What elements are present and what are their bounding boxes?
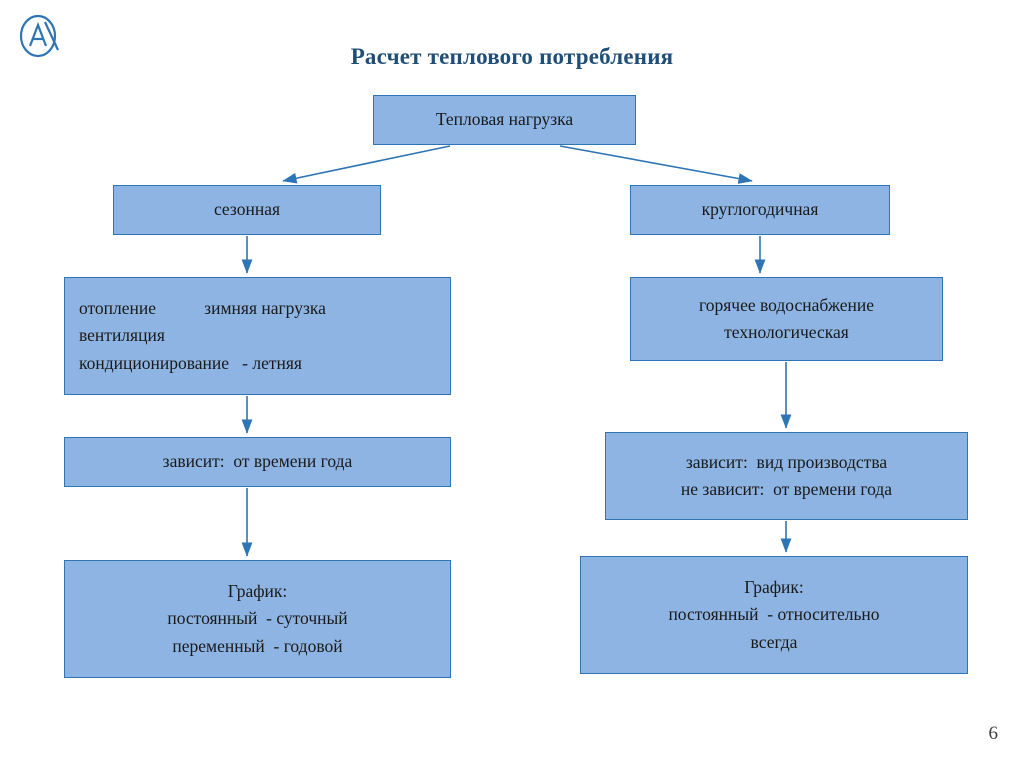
box-line: постоянный - относительно <box>668 604 880 625</box>
box-graph-right: График: постоянный - относительно всегда <box>580 556 968 674</box>
box-depends-right: зависит: вид производства не зависит: от… <box>605 432 968 520</box>
box-heating-ventilation-conditioning: отопление зимняя нагрузка вентиляция кон… <box>64 277 451 395</box>
box-line: всегда <box>750 631 798 652</box>
box-hot-water-technological: горячее водоснабжение технологическая <box>630 277 943 361</box>
box-line: Тепловая нагрузка <box>435 109 574 130</box>
box-line: кондиционирование - летняя <box>79 352 302 373</box>
box-seasonal: сезонная <box>113 185 381 235</box>
box-line: постоянный - суточный <box>167 608 348 629</box>
page-number: 6 <box>988 723 999 744</box>
box-graph-left: График: постоянный - суточный переменный… <box>64 560 451 678</box>
box-line: отопление зимняя нагрузка <box>79 298 326 319</box>
box-year-round: круглогодичная <box>630 185 890 235</box>
box-depends-left: зависит: от времени года <box>64 437 451 487</box>
box-line: График: <box>227 581 288 602</box>
box-line: переменный - годовой <box>172 635 343 656</box>
box-line: круглогодичная <box>701 199 819 220</box>
box-line: не зависит: от времени года <box>680 479 893 499</box>
page-title: Расчет теплового потребления <box>350 44 674 69</box>
box-line: График: <box>744 577 804 598</box>
box-line: зависит: вид производства <box>685 451 888 472</box>
box-line: вентиляция <box>79 325 165 346</box>
box-line: зависит: от времени года <box>162 451 353 472</box>
organization-logo-icon <box>19 14 59 58</box>
box-line: сезонная <box>213 199 281 220</box>
box-thermal-load: Тепловая нагрузка <box>373 95 636 145</box>
box-line: технологическая <box>724 322 849 342</box>
box-line: горячее водоснабжение <box>699 294 874 315</box>
